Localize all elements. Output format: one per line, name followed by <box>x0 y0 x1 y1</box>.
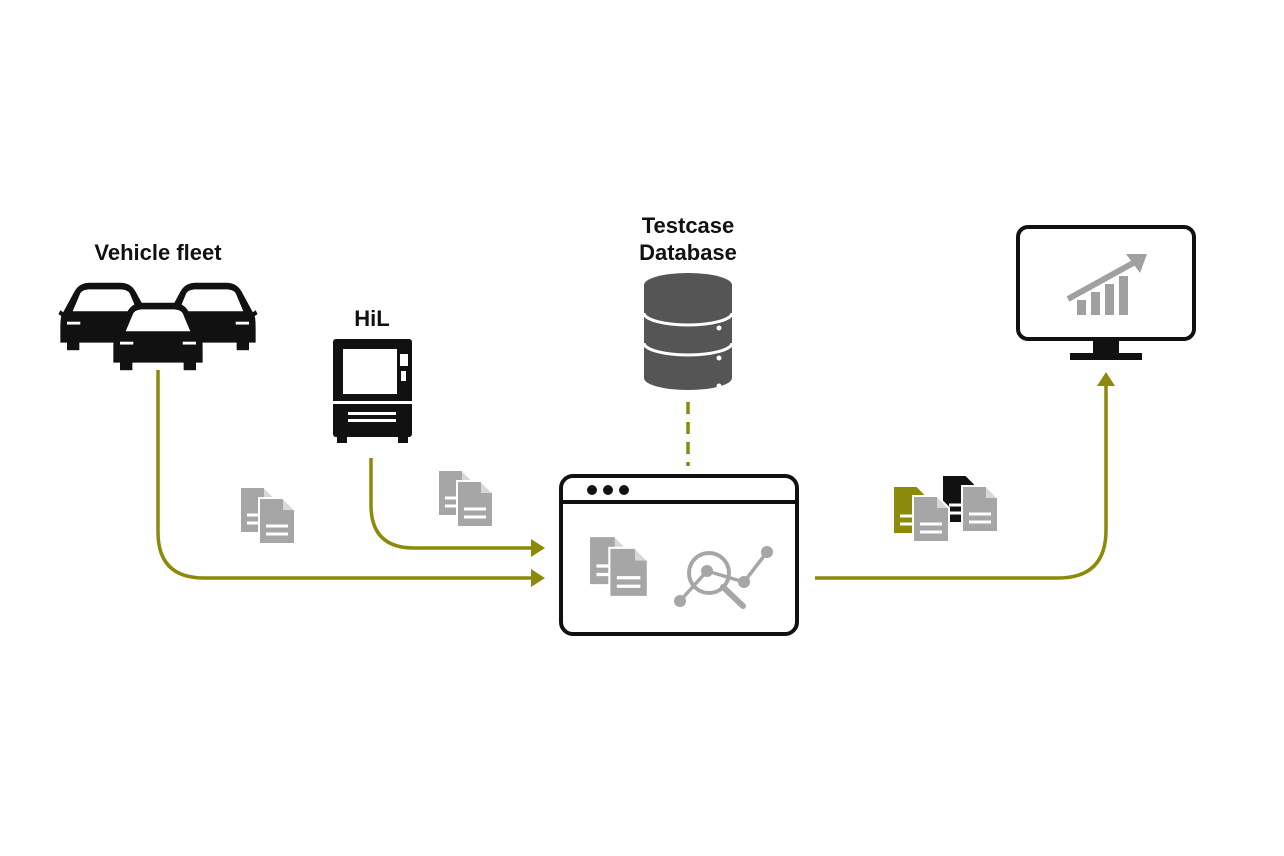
results-flow-arrowhead <box>1097 372 1115 386</box>
testcase-database-label: Testcase Database <box>598 212 778 266</box>
database-icon <box>642 273 734 390</box>
hil-flow-arrowhead <box>531 539 545 557</box>
connector-lines <box>156 370 1115 587</box>
vehicle-data-documents-icon <box>240 487 295 544</box>
vehicle-fleet-label: Vehicle fleet <box>94 240 222 265</box>
monitor-icon <box>1016 225 1196 360</box>
analysis-browser-window-icon <box>559 474 799 636</box>
hil-machine-icon <box>333 339 412 443</box>
vehicle-fleet-flow-arrowhead <box>531 569 545 587</box>
bar-chart-trend-icon <box>1066 254 1147 315</box>
hil-data-documents-icon <box>438 470 493 527</box>
vehicle-fleet-icon-group <box>58 282 258 371</box>
testcase-database-label-line2: Database <box>639 240 737 265</box>
magnifier-graph-icon <box>674 546 773 609</box>
hil-flow-line <box>369 458 531 550</box>
results-flow-line <box>815 386 1108 580</box>
vehicle-fleet-flow-line <box>156 370 531 580</box>
hil-label: HiL <box>354 306 390 331</box>
result-documents-icon <box>892 474 1000 544</box>
testcase-database-label-line1: Testcase <box>641 213 735 238</box>
